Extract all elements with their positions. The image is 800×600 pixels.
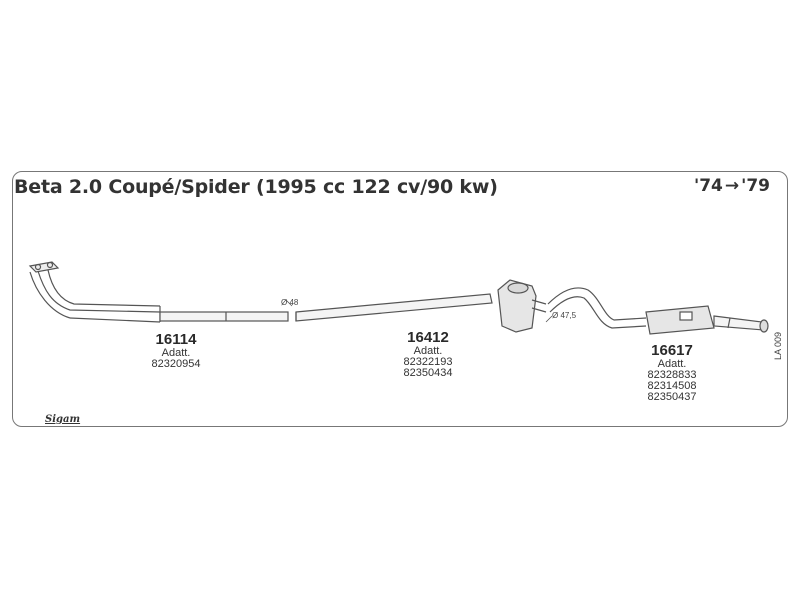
reference-number: 82322193: [403, 356, 453, 368]
diameter-front-value: 48: [289, 298, 299, 307]
front-flange: [28, 261, 60, 273]
reference-number: 82350437: [647, 391, 697, 403]
diameter-rear-value: 47,5: [560, 311, 577, 320]
diameter-rear-label: Ø 47,5: [552, 311, 576, 320]
year-arrow: →: [724, 176, 740, 196]
diameter-symbol: Ø: [281, 298, 288, 307]
reference-number: 82328833: [647, 369, 697, 381]
diagram-frame: [12, 171, 788, 427]
diagram-code: LA 009: [773, 331, 783, 360]
part-number: 16114: [155, 331, 197, 348]
part-label-16412: 16412 Adatt. 82322193 82350434: [392, 330, 464, 379]
adatt-label: Adatt.: [161, 347, 191, 359]
reference-number: 82320954: [151, 358, 201, 370]
reference-number: 82350434: [403, 367, 453, 379]
adatt-label: Adatt.: [657, 358, 687, 370]
year-from: '74: [694, 176, 723, 196]
rear-pipe-16617: [547, 287, 769, 335]
middle-silencer: [497, 279, 547, 333]
vehicle-title: Beta 2.0 Coupé/Spider (1995 cc 122 cv/90…: [14, 176, 498, 198]
part-label-16617: 16617 Adatt. 82328833 82314508 82350437: [636, 343, 708, 403]
year-range: '74→'79: [694, 176, 770, 196]
adatt-label: Adatt.: [413, 345, 443, 357]
year-to: '79: [741, 176, 770, 196]
diameter-front-label: Ø 48: [281, 298, 298, 307]
part-number: 16412: [407, 329, 449, 346]
front-pipe-16114: [29, 269, 289, 323]
brand-logo: Sigam: [45, 414, 81, 425]
part-label-16114: 16114 Adatt. 82320954: [140, 332, 212, 370]
diameter-symbol: Ø: [552, 311, 559, 320]
reference-number: 82314508: [647, 380, 697, 392]
middle-pipe-16412: [295, 293, 493, 322]
part-number: 16617: [651, 342, 693, 359]
